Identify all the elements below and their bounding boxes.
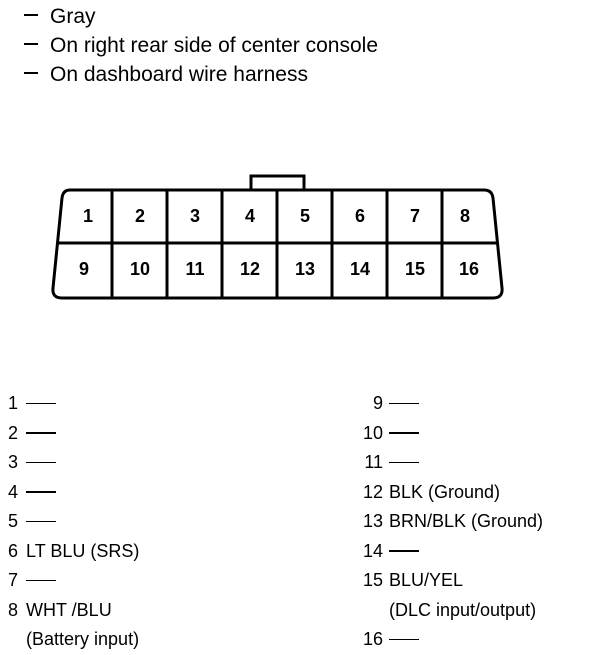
connector-pin-number: 14 bbox=[350, 259, 370, 279]
pin-number: 2 bbox=[8, 422, 19, 443]
connector-pin-number: 4 bbox=[245, 206, 255, 226]
pin-row: 11 bbox=[354, 448, 543, 478]
no-wire-dash bbox=[26, 520, 57, 522]
connector-color: Gray bbox=[50, 5, 96, 28]
pin-number: 5 bbox=[8, 511, 19, 531]
pin-number: 14 bbox=[362, 540, 383, 561]
pin-row: 15 BLU/YEL bbox=[354, 566, 543, 596]
pin-row: 12 BLK (Ground) bbox=[354, 478, 543, 508]
connector-pin-number: 7 bbox=[410, 206, 420, 226]
pin-number: 7 bbox=[8, 570, 19, 590]
pin-row: 14 bbox=[354, 537, 543, 567]
connector-shell bbox=[51, 188, 504, 300]
pin-list-left: 1 2 3 4 5 6 LT BLU (SRS) 7 8 WHT /BLU 8(Battery in… bbox=[8, 389, 139, 655]
connector-pin-number: 11 bbox=[185, 259, 204, 279]
pin-number: 3 bbox=[8, 452, 19, 472]
pin-wire-description: BLU/YEL bbox=[389, 570, 464, 590]
pin-row: 6 LT BLU (SRS) bbox=[8, 537, 139, 567]
pin-number: 12 bbox=[362, 481, 383, 502]
pin-row-continuation: 8(Battery input) bbox=[8, 625, 139, 655]
pin-number: 13 bbox=[362, 511, 383, 531]
pin-wire-note: (DLC input/output) bbox=[389, 599, 537, 620]
pin-number: 10 bbox=[362, 422, 383, 443]
connector-harness-line: On dashboard wire harness bbox=[24, 60, 378, 89]
connector-pin-number: 1 bbox=[83, 206, 93, 226]
connector-pin-number: 15 bbox=[405, 259, 425, 279]
no-wire-dash bbox=[26, 402, 57, 404]
pin-row: 3 bbox=[8, 448, 139, 478]
connector-pin-number: 8 bbox=[460, 206, 470, 226]
no-wire-dash bbox=[26, 461, 57, 463]
pin-row: 4 bbox=[8, 478, 139, 508]
no-wire-dash bbox=[26, 432, 57, 434]
pin-number: 4 bbox=[8, 481, 19, 502]
pin-wire-description: BRN/BLK (Ground) bbox=[389, 511, 544, 531]
pin-row: 16 bbox=[354, 625, 543, 655]
connector-pin-number: 2 bbox=[135, 206, 145, 226]
pin-number: 1 bbox=[8, 393, 19, 413]
connector-pin-number: 6 bbox=[355, 206, 365, 226]
connector-body bbox=[51, 174, 504, 300]
connector-harness: On dashboard wire harness bbox=[50, 63, 308, 86]
connector-location: On right rear side of center console bbox=[50, 34, 379, 57]
no-wire-dash bbox=[389, 461, 419, 463]
pin-row: 7 bbox=[8, 566, 139, 596]
pin-row: 9 bbox=[354, 389, 543, 419]
connector-pin-number: 10 bbox=[130, 259, 150, 279]
no-wire-dash bbox=[389, 402, 419, 404]
pin-list-right: 9 10 11 12 BLK (Ground) 13 BRN/BLK (Ground) 14 1… bbox=[354, 389, 543, 655]
pin-row: 1 bbox=[8, 389, 139, 419]
no-wire-dash bbox=[26, 491, 57, 493]
dash-mark bbox=[24, 72, 38, 75]
pin-row: 10 bbox=[354, 419, 543, 449]
pin-row: 8 WHT /BLU bbox=[8, 596, 139, 626]
no-wire-dash bbox=[26, 579, 57, 581]
pin-number: 11 bbox=[364, 452, 383, 472]
connector-location-line: On right rear side of center console bbox=[24, 31, 378, 60]
connector-pin-number: 5 bbox=[300, 206, 310, 226]
dash-mark bbox=[24, 43, 38, 46]
pin-row: 13 BRN/BLK (Ground) bbox=[354, 507, 543, 537]
dash-mark bbox=[24, 14, 38, 17]
pin-number: 15 bbox=[362, 570, 383, 590]
pin-wire-description: LT BLU (SRS) bbox=[26, 540, 140, 561]
pin-number: 6 bbox=[8, 540, 19, 561]
pin-wire-description: BLK (Ground) bbox=[389, 481, 501, 502]
connector-pin-number: 13 bbox=[295, 259, 315, 279]
no-wire-dash bbox=[389, 638, 419, 640]
connector-pin-number: 3 bbox=[190, 206, 200, 226]
pin-row-continuation: 15(DLC input/output) bbox=[354, 596, 543, 626]
pin-number: 8 bbox=[8, 599, 19, 620]
connector-pin-number: 16 bbox=[459, 259, 479, 279]
connector-pin-number: 12 bbox=[240, 259, 260, 279]
pin-row: 2 bbox=[8, 419, 139, 449]
connector-color-line: Gray bbox=[24, 2, 378, 31]
connector-latch bbox=[249, 174, 306, 190]
no-wire-dash bbox=[389, 550, 419, 552]
pin-number: 16 bbox=[362, 629, 383, 649]
pin-number: 9 bbox=[372, 393, 383, 413]
pin-wire-description: WHT /BLU bbox=[26, 599, 112, 620]
no-wire-dash bbox=[389, 432, 419, 434]
pin-wire-note: (Battery input) bbox=[26, 629, 140, 649]
connector-info: Gray On right rear side of center consol… bbox=[24, 2, 378, 89]
connector-pin-number: 9 bbox=[79, 259, 89, 279]
pin-row: 5 bbox=[8, 507, 139, 537]
